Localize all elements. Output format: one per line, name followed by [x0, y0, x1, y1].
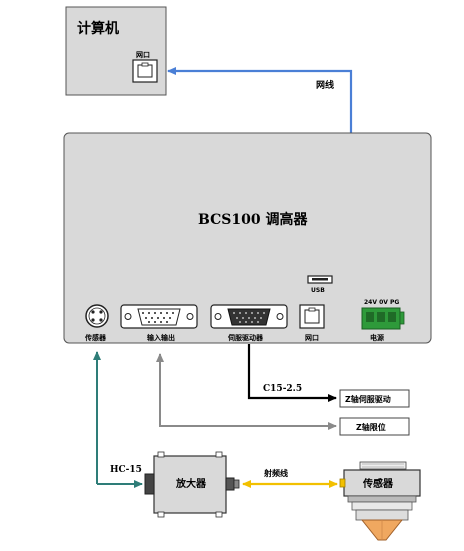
c15-cable-label: C15-2.5	[263, 384, 302, 394]
z-servo-label: Z轴伺服驱动	[345, 394, 391, 404]
rf-cable-label: 射频线	[263, 468, 288, 478]
servo-port-icon	[210, 304, 288, 329]
computer-port-label: 网口	[136, 51, 150, 59]
power-port-label: 电源	[370, 333, 384, 342]
z-limit-label: Z轴限位	[356, 422, 386, 432]
controller-title: BCS100 调高器	[198, 211, 308, 228]
sensor-cable: HC-15	[93, 351, 143, 488]
amplifier-label: 放大器	[175, 477, 207, 490]
computer-ethernet-port-icon	[132, 59, 158, 83]
amplifier-box: 放大器	[144, 451, 240, 518]
sensor-head-label: 传感器	[362, 477, 394, 490]
net-cable-label: 网线	[316, 79, 334, 91]
controller-net-port-label: 网口	[305, 334, 319, 342]
servo-port-label: 伺服驱动器	[227, 333, 264, 342]
sensor-head-icon	[339, 461, 421, 541]
computer-title: 计算机	[77, 20, 119, 37]
z-limit-box: Z轴限位	[339, 417, 410, 436]
servo-cable: C15-2.5	[247, 344, 337, 402]
sensor-port-label: 传感器	[84, 333, 107, 342]
io-port-label: 输入输出	[147, 333, 175, 342]
power-terminal-icon	[361, 307, 405, 330]
computer-box: 计算机 网口	[65, 6, 167, 96]
controller-box: BCS100 调高器 USB 传感器	[63, 132, 432, 344]
controller-ethernet-port-icon	[299, 304, 325, 329]
sensor-port-icon	[85, 304, 109, 328]
rf-cable: 射频线	[242, 468, 338, 488]
io-port-icon	[120, 304, 198, 329]
z-servo-box: Z轴伺服驱动	[339, 389, 410, 408]
power-pins-label: 24V 0V PG	[364, 299, 399, 306]
hc15-cable-label: HC-15	[110, 465, 142, 475]
usb-port-icon	[307, 275, 333, 284]
usb-label: USB	[311, 287, 325, 294]
limit-cable	[156, 353, 337, 430]
